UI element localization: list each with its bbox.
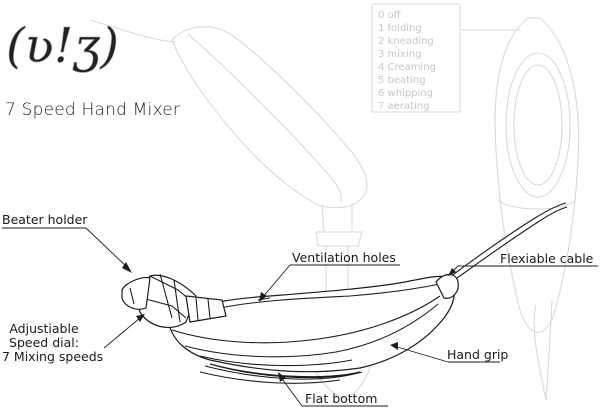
ghost-front-view [494, 17, 580, 401]
speed-item: 1 folding [378, 23, 422, 34]
label-hand-grip: Hand grip [447, 347, 508, 362]
brand-logo: (ʋ!ʒ) [6, 18, 120, 75]
speed-item: 7 aerating [378, 101, 429, 112]
leader-lines [2, 227, 598, 407]
speed-item: 6 whipping [378, 88, 433, 99]
speed-item: 2 kneading [378, 36, 434, 47]
speed-item: 0 off [378, 10, 402, 21]
speed-item: 4 Creaming [378, 62, 436, 73]
label-speed-dial-line-1: Adjustiable [9, 321, 79, 336]
label-speed-dial-line-2: Speed dial: [9, 335, 79, 350]
label-ventilation-holes: Ventilation holes [292, 250, 396, 265]
label-flat-bottom: Flat bottom [305, 391, 377, 406]
label-speed-dial-line-3: 7 Mixing speeds [2, 349, 103, 364]
label-beater-holder: Beater holder [2, 212, 88, 227]
label-flexible-cable: Flexiable cable [500, 251, 594, 266]
speed-item: 5 beating [378, 75, 426, 86]
page-title: 7 Speed Hand Mixer [5, 100, 180, 120]
brand-logo-text: (ʋ!ʒ) [6, 18, 119, 74]
mixer-main [121, 202, 568, 384]
speed-list: 0 off 1 folding 2 kneading 3 mixing 4 Cr… [371, 3, 520, 113]
speed-item: 3 mixing [378, 49, 421, 60]
